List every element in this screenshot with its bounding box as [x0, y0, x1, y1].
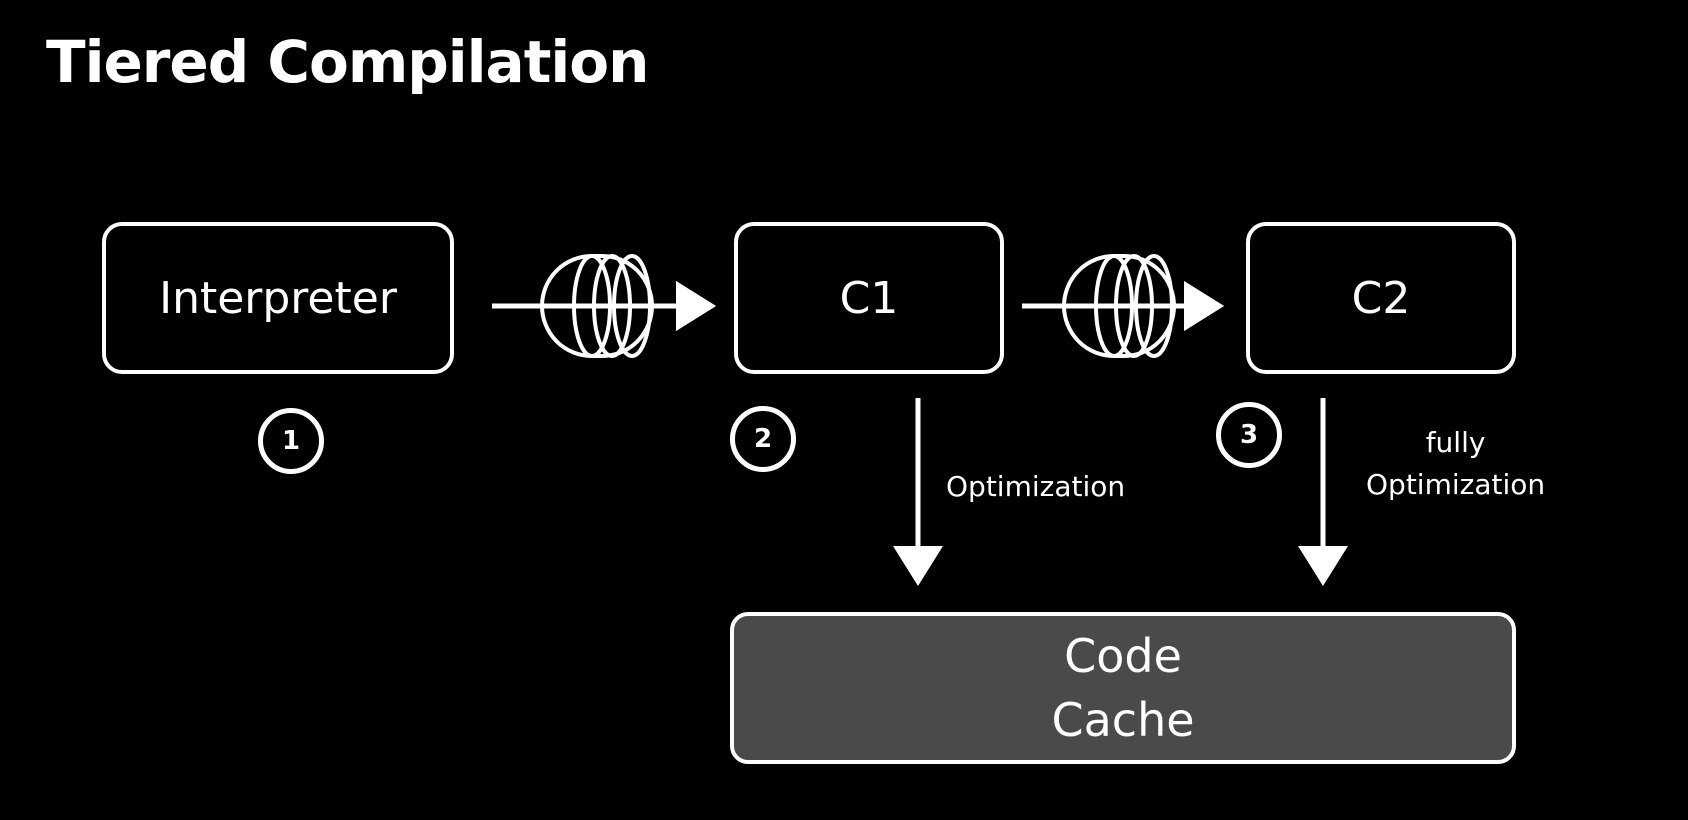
c2-optimization-line1: fully: [1425, 426, 1486, 459]
code-cache-line1: Code: [1064, 628, 1182, 683]
step-2-badge: 2: [730, 406, 796, 472]
c1-node: C1: [734, 222, 1004, 374]
c1-optimization-label: Optimization: [946, 470, 1126, 503]
step-1-badge: 1: [258, 408, 324, 474]
c1-label: C1: [839, 272, 899, 324]
interpreter-node: Interpreter: [102, 222, 454, 374]
step-3-badge: 3: [1216, 402, 1282, 468]
code-cache-line2: Cache: [1051, 693, 1195, 747]
c2-node: C2: [1246, 222, 1516, 374]
c2-optimization-line2: Optimization: [1366, 468, 1546, 501]
c2-label: C2: [1351, 272, 1411, 324]
interpreter-label: Interpreter: [159, 272, 397, 324]
page-title: Tiered Compilation: [46, 28, 649, 96]
code-cache-node: Code Cache: [730, 612, 1516, 764]
c2-optimization-label: fully Optimization: [1366, 422, 1545, 506]
